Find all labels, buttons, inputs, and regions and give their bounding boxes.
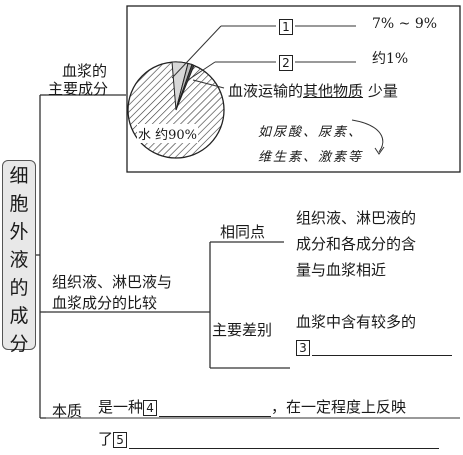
plasma-branch-label-line2: 主要成分	[48, 80, 109, 98]
difference-line1: 血浆中含有较多的	[296, 313, 417, 331]
plasma-item1-box: 1	[279, 16, 295, 35]
plasma-item2-box: 2	[279, 52, 295, 71]
plasma-item3-text-post: 少量	[367, 82, 398, 100]
plasma-item1-value: 7% ~ 9%	[372, 16, 438, 32]
essence-label: 本质	[52, 402, 83, 420]
plasma-item3-text-pre: 血液运输的	[228, 82, 304, 100]
similarity-label: 相同点	[220, 223, 266, 241]
plasma-item2-value: 约1%	[372, 51, 409, 67]
similarity-line: 成分和各成分的含	[296, 235, 417, 253]
essence-text-mid: ，在一定程度上反映	[271, 398, 407, 416]
plasma-examples-line2: 维生素、激素等	[258, 150, 364, 165]
pie-water-label: 水 约90%	[137, 124, 199, 143]
root-node-extracellular-fluid: 细 胞 外 液 的 成 分	[2, 160, 36, 355]
answer-blank-4	[159, 402, 272, 417]
answer-box-2: 2	[279, 54, 293, 71]
difference-answer: 3	[296, 337, 452, 356]
comparison-branch-label-line1: 组织液、淋巴液与	[52, 273, 173, 291]
answer-blank-5	[129, 434, 440, 449]
root-title-char: 外	[9, 221, 29, 243]
root-title-char: 分	[9, 333, 29, 355]
root-title-char: 胞	[9, 193, 29, 215]
plasma-branch-label-line1: 血浆的	[62, 62, 108, 80]
answer-box-1: 1	[279, 18, 293, 35]
similarity-line: 量与血浆相近	[296, 261, 387, 279]
plasma-item3-text-underlined: 其他物质	[303, 82, 364, 100]
similarity-line: 组织液、淋巴液的	[296, 209, 417, 227]
pie-chart	[127, 61, 225, 159]
root-title-char: 的	[9, 277, 29, 299]
comparison-branch-label-line2: 血浆成分的比较	[52, 294, 158, 312]
plasma-examples-line1: 如尿酸、尿素、	[258, 125, 364, 140]
root-title-char: 细	[9, 165, 29, 187]
essence-text-line2: 了	[98, 430, 114, 448]
plasma-item3: 血液运输的其他物质 少量	[228, 80, 398, 101]
root-title-char: 成	[9, 305, 29, 327]
similarity-text: 组织液、淋巴液的 成分和各成分的含 量与血浆相近	[296, 205, 416, 283]
answer-blank-3	[312, 341, 452, 356]
answer-box-3: 3	[296, 339, 310, 356]
essence-text-pre: 是一种	[98, 398, 144, 416]
answer-box-4: 4	[143, 399, 158, 416]
root-title-char: 液	[9, 249, 29, 271]
answer-box-5: 5	[113, 431, 128, 448]
difference-label: 主要差别	[212, 321, 273, 339]
